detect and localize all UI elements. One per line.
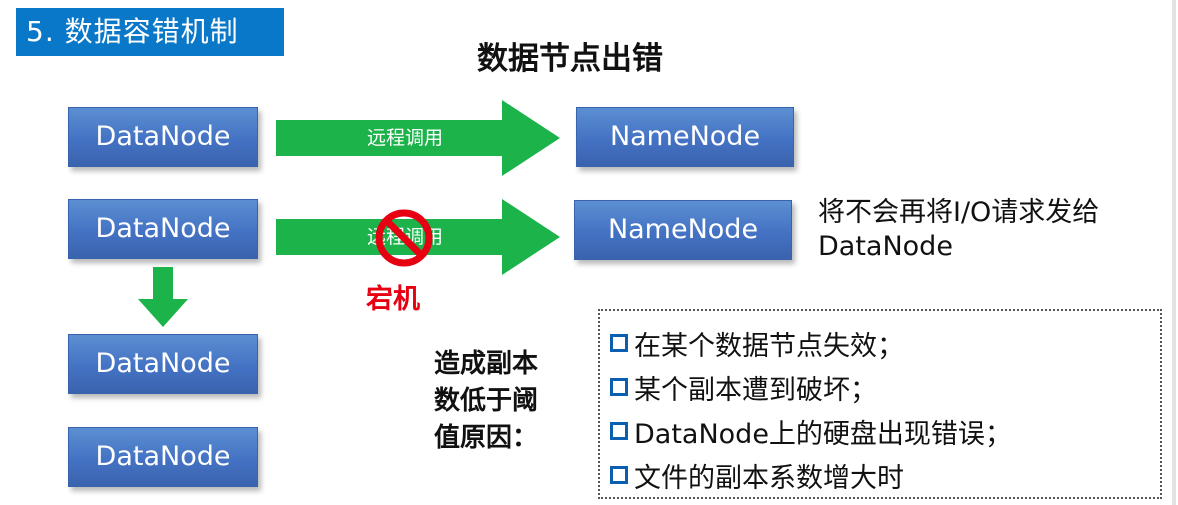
namenode-note-line2: DataNode [818,231,953,262]
replica-cause-line1: 造成副本 [434,349,539,379]
reason-item: DataNode上的硬盘出现错误； [610,409,1160,453]
diagram-title: 数据节点出错 [477,41,663,77]
replica-cause-heading: 造成副本 数低于阈 值原因： [434,346,564,457]
namenode-normal: NameNode [576,107,794,167]
prohibited-icon [375,209,433,267]
square-bullet-icon [610,334,628,352]
down-arrow [138,267,188,327]
square-bullet-icon [610,466,628,484]
reason-text: 在某个数据节点失效； [634,330,904,362]
reason-text: 某个副本遭到破坏； [634,374,877,406]
reason-item: 文件的副本系数增大时 [610,453,1160,497]
right-edge-rule [1172,0,1176,505]
replica-cause-line2: 数低于阈 [434,386,539,416]
reason-text: 文件的副本系数增大时 [634,462,904,494]
namenode-note-line1: 将不会再将I/O请求发给 [818,197,1100,228]
reason-item: 在某个数据节点失效； [610,321,1160,365]
remote-call-arrow-normal [276,100,560,176]
datanode-replica-2: DataNode [68,427,258,487]
datanode-normal: DataNode [68,107,258,167]
namenode-note: 将不会再将I/O请求发给 DataNode [818,196,1168,264]
crash-label: 宕机 [366,284,420,315]
square-bullet-icon [610,422,628,440]
section-title: 5. 数据容错机制 [16,8,284,56]
remote-call-arrow-failed [276,199,560,275]
namenode-failed: NameNode [574,200,792,260]
reasons-box: 在某个数据节点失效； 某个副本遭到破坏； DataNode上的硬盘出现错误； 文… [598,309,1162,499]
remote-call-label-normal: 远程调用 [366,127,443,149]
reason-item: 某个副本遭到破坏； [610,365,1160,409]
datanode-failed: DataNode [68,199,258,259]
replica-cause-line3: 值原因： [434,423,539,453]
reason-text: DataNode上的硬盘出现错误； [634,418,1012,450]
square-bullet-icon [610,378,628,396]
datanode-replica-1: DataNode [68,334,258,394]
